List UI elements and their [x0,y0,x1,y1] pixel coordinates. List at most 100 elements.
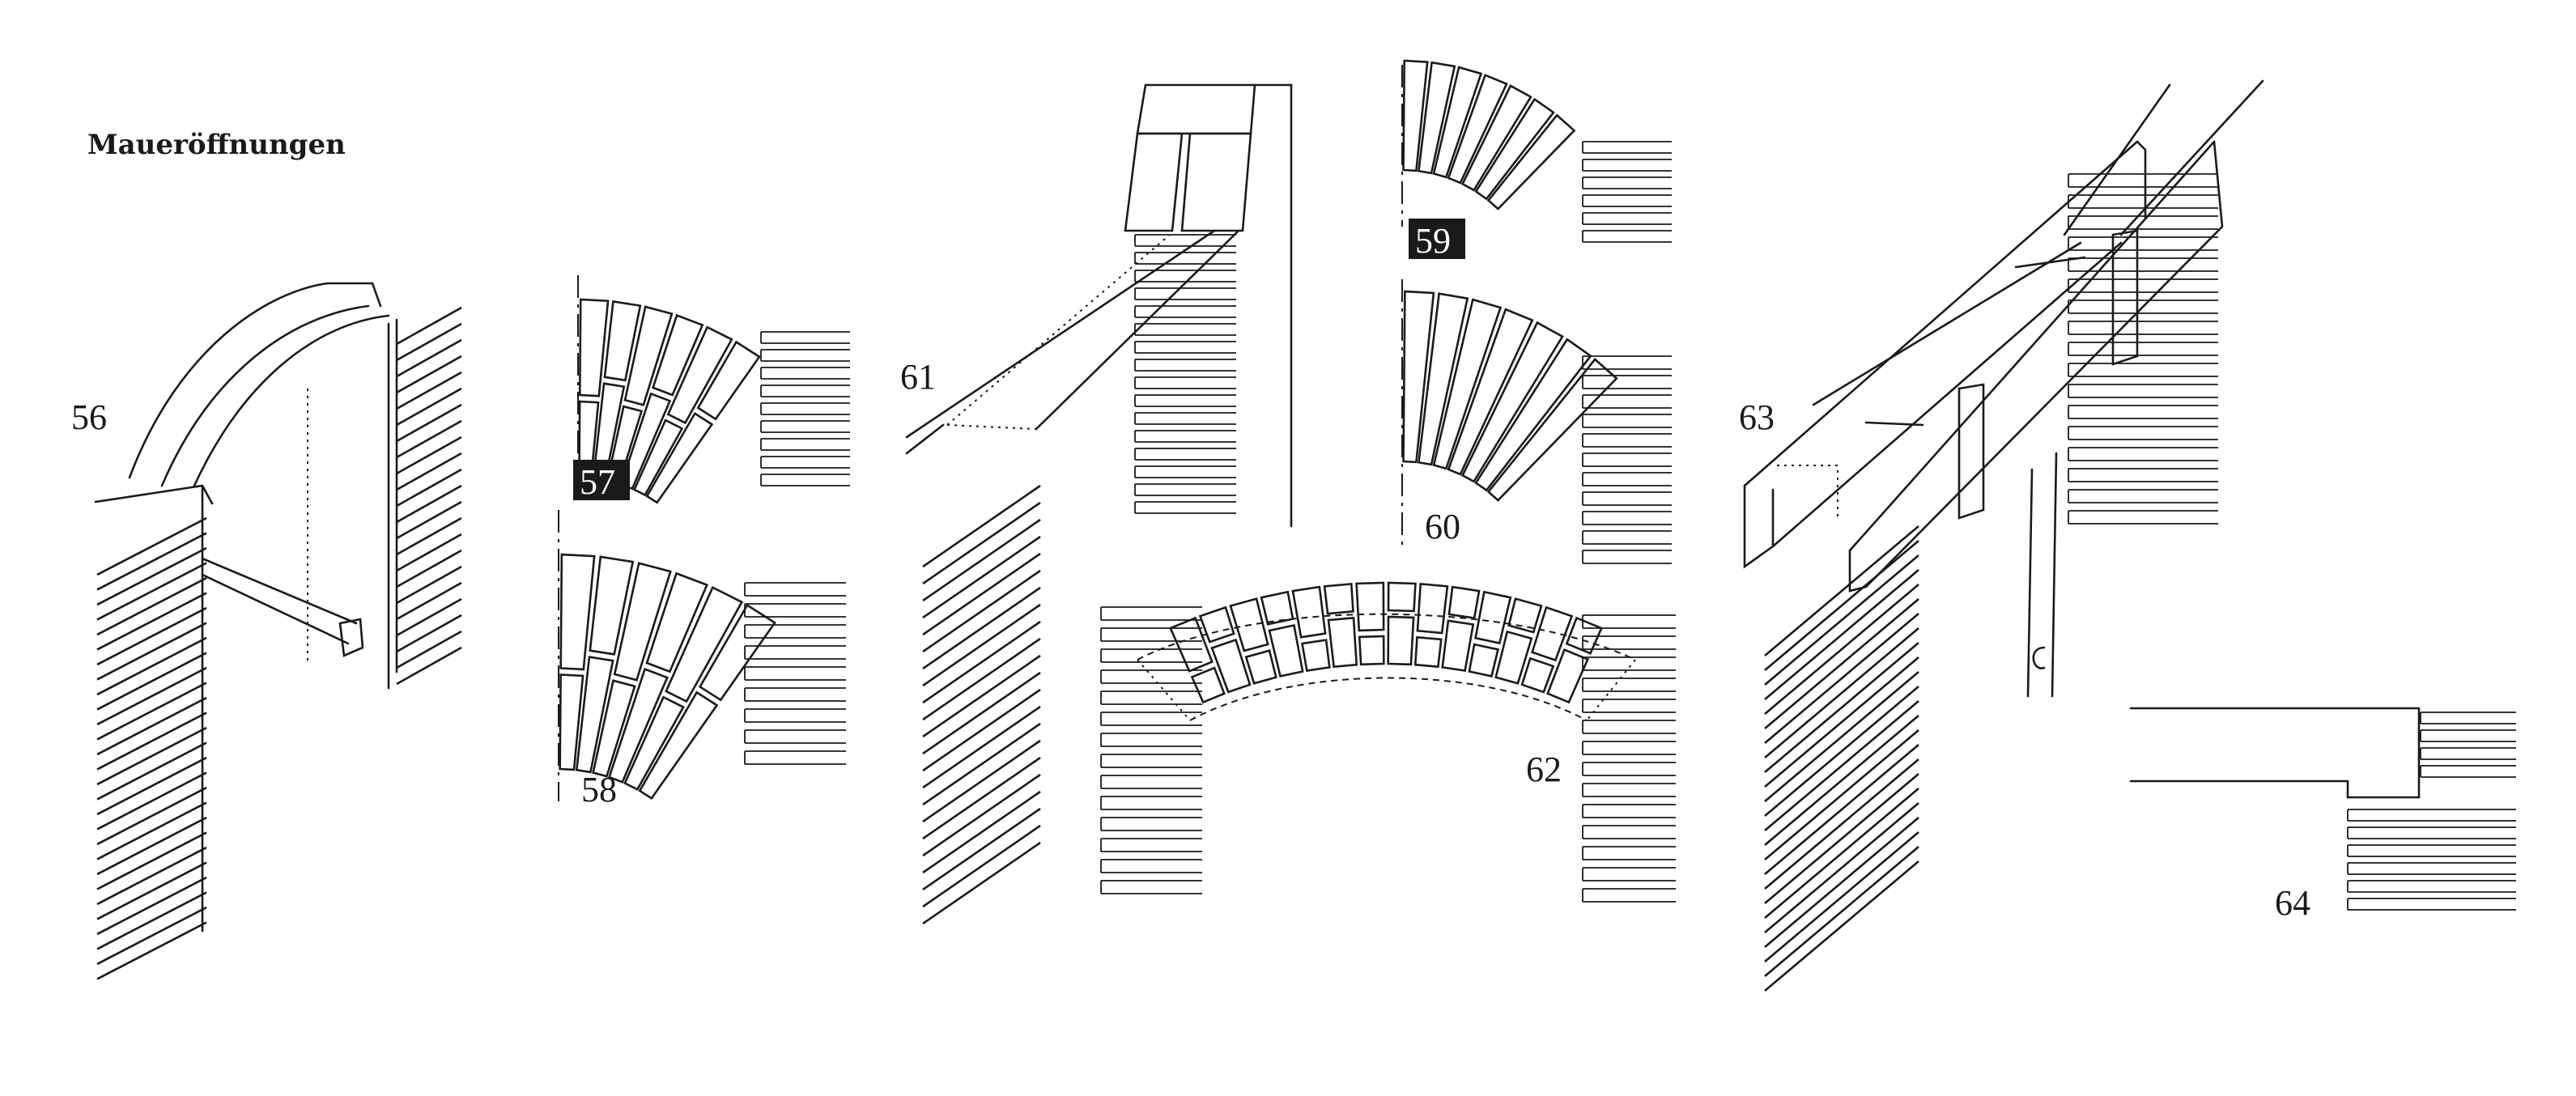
figure-59-arch-half [1401,59,1672,243]
arch-brick [589,555,635,656]
brick-course [1100,880,1202,894]
brick-course [1100,648,1202,663]
brick-course [1582,212,1672,225]
hatch-line [922,586,1041,670]
hatch-line [96,876,207,936]
brick-course [744,729,846,744]
arch-brick [1402,290,1435,464]
brick-course [744,603,846,618]
brick-course [2347,844,2516,857]
hatch-line [396,500,462,540]
brick-course [1134,430,1236,443]
hatch-line [922,688,1041,772]
brick-course [1582,804,1676,818]
brick-course [744,750,846,765]
brick-course [744,687,846,702]
hatch-line [96,726,207,786]
hatch-line [396,614,462,653]
hatch-line [1764,715,1919,846]
figure-60-label: 60 [1425,507,1460,546]
arch-brick [1432,66,1483,179]
brick-course [744,708,846,723]
brick-course [1134,376,1236,389]
hatch-line [96,652,207,711]
beam-left-end [2136,140,2147,220]
beam-end [905,423,945,455]
hatch-line [1764,584,1919,715]
arch-guide-outer [1137,613,1636,661]
hatch-line [96,576,207,636]
brick-course [1100,606,1202,621]
hatch-line [96,712,207,771]
arch-brick [1413,635,1443,669]
figure-56-rough-arch [94,282,462,980]
arch-brick [1387,581,1417,613]
brick-course [760,474,850,486]
arch-brick [1447,74,1508,185]
brick-course [2068,278,2218,293]
arch-brick [696,340,761,421]
brick-course [1582,825,1676,839]
brick-course [1582,720,1676,734]
arch-brick [1494,630,1533,685]
brick-course [2068,384,2218,398]
brick-course [2420,747,2516,760]
block-front-right [1180,132,1252,232]
hatch-line [96,786,207,846]
arch-brick [1520,656,1555,694]
hatch-line [96,741,207,801]
brick-course [2068,173,2218,188]
brick-course [1100,627,1202,642]
brick-course [2068,510,2218,525]
brick-course [1582,783,1676,797]
hatch-line [1764,569,1919,700]
brick-course [760,384,850,397]
brick-course [744,624,846,639]
hatch-line [1764,846,1919,977]
hatch-line [1764,860,1919,992]
wall-courses-right [1582,141,1672,243]
brick-course [744,645,846,660]
arch-brick [1358,635,1385,666]
hatch-line [922,603,1041,687]
brick-course [760,420,850,433]
brick-course [1100,690,1202,705]
hatch-line [1764,758,1919,890]
wall-hatching [1764,525,1919,992]
arch-springer-right [1586,659,1636,721]
arch-brick [1355,581,1385,632]
figure-64-label: 64 [2275,883,2310,923]
hatch-line [1764,744,1919,875]
rope-left [1864,421,1924,427]
hatch-line [1764,656,1919,788]
hatch-line [922,756,1041,840]
beam-hidden-end [946,424,1037,430]
wall-courses-right [760,331,850,486]
figure-56-label: 56 [71,397,107,437]
guide-line-2 [2119,79,2264,236]
brick-course [2068,194,2218,209]
arch-brick [578,298,610,397]
hatch-line [922,654,1041,738]
brick-course [1582,194,1672,207]
brick-course [2068,321,2218,335]
wall-courses-right [1582,355,1672,564]
hatch-line [96,562,207,621]
brick-course [2068,257,2218,272]
wall-courses-upper [2420,712,2516,778]
hatch-line [396,435,462,475]
arch-brick [603,299,642,382]
lintel-hidden [1777,465,1838,518]
arch-brick [1198,605,1235,644]
arch-brick [632,418,684,497]
brick-course [2347,880,2516,893]
arch-brick [607,667,669,784]
wall-courses [2068,173,2218,525]
brick-course [1134,323,1236,336]
hatch-line [1764,642,1919,773]
brick-course [1134,394,1236,407]
brick-course [1100,838,1202,852]
figure-57-label: 57 [580,462,615,502]
wall-courses-right [1582,614,1676,903]
hatch-line [96,831,207,890]
